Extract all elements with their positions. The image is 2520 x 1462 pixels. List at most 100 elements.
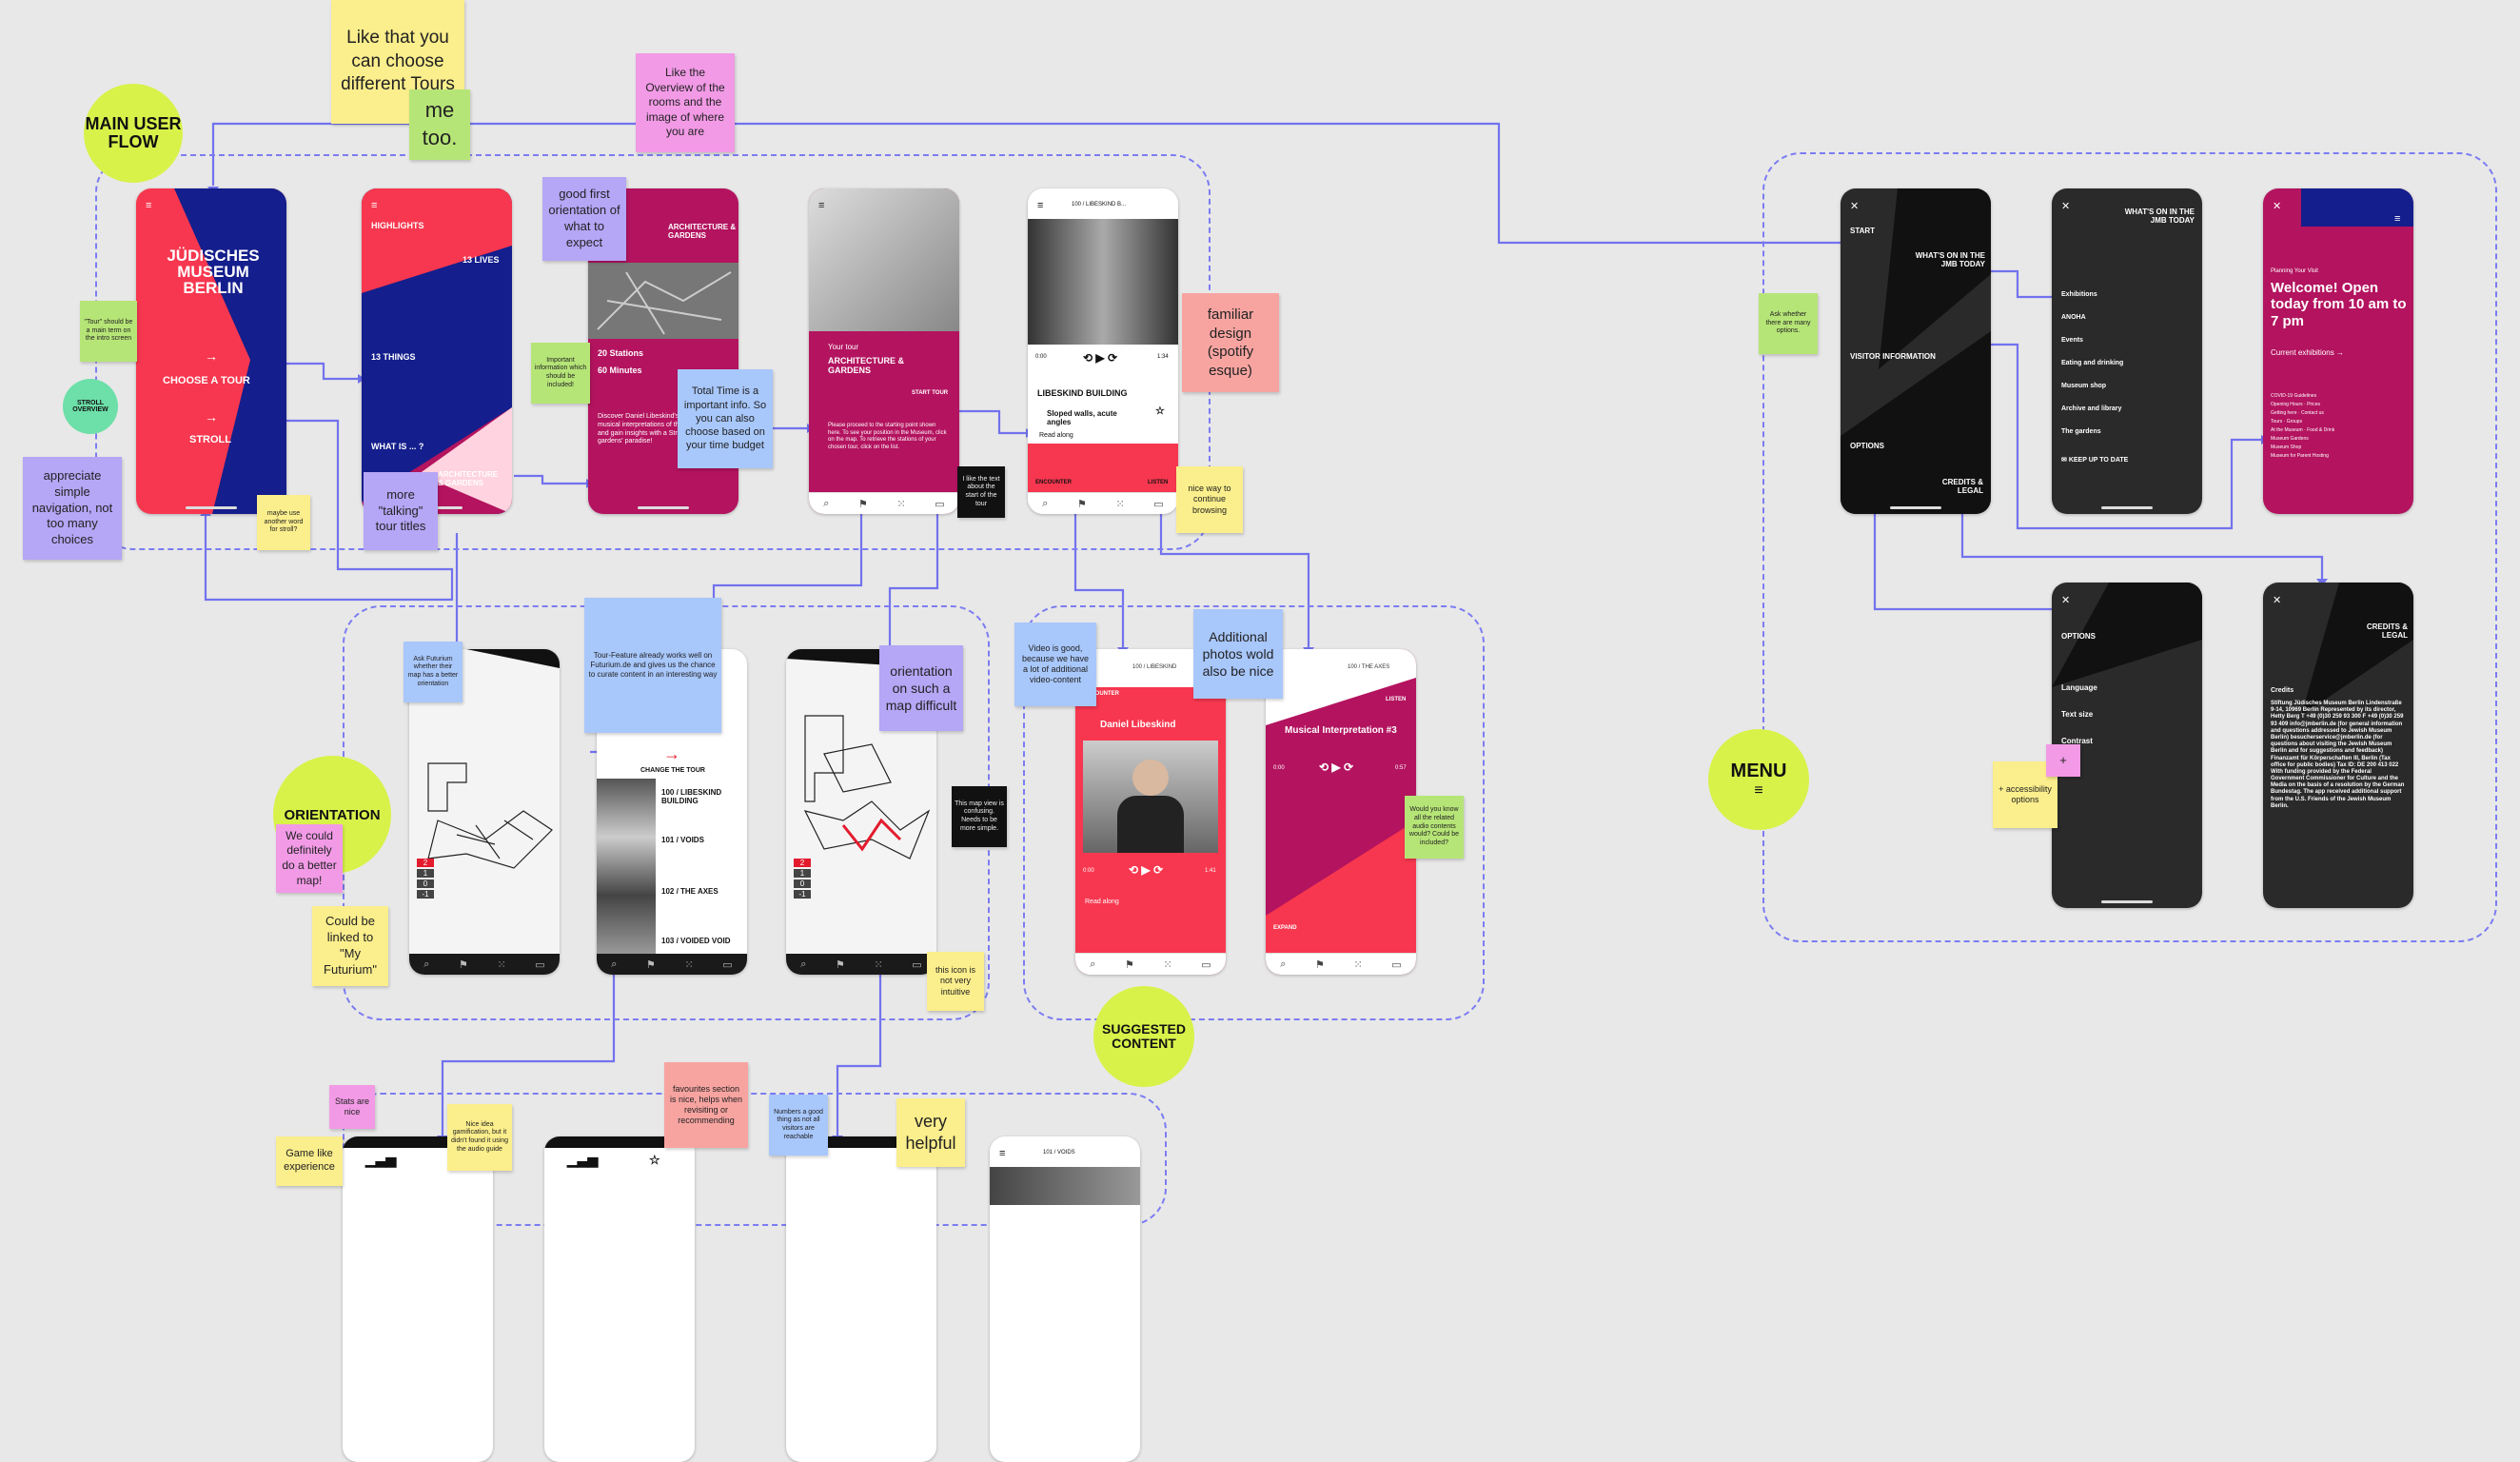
read-along-link[interactable]: Read along [1085, 899, 1119, 905]
screen-stats[interactable]: ▁▃▅ ☆ [343, 1136, 493, 1462]
star-icon[interactable]: ☆ [649, 1153, 660, 1167]
play-icon[interactable]: ⟲ ▶ ⟳ [1083, 351, 1118, 365]
voids-breadcrumb[interactable]: 101 / VOIDS [1043, 1150, 1075, 1156]
tab-bar[interactable]: ⌕⚑⁙▭ [409, 954, 560, 975]
screen-home[interactable]: ≡ JÜDISCHES MUSEUM BERLIN → CHOOSE A TOU… [136, 188, 286, 514]
screen-voids[interactable]: ≡ 101 / VOIDS [990, 1136, 1140, 1462]
screen-tours[interactable]: ≡ HIGHLIGHTS 13 LIVES 13 THINGS WHAT IS … [362, 188, 512, 514]
whats-on-item[interactable]: ANOHA [2061, 314, 2086, 321]
screen-options[interactable]: ✕ OPTIONS Language Text size Contrast [2052, 583, 2202, 908]
music-breadcrumb[interactable]: 100 / THE AXES [1348, 664, 1390, 670]
tab-bar[interactable]: ⌕⚑⁙▭ [786, 954, 936, 975]
screen-credits[interactable]: ✕ CREDITS & LEGAL Credits Stiftung Jüdis… [2263, 583, 2413, 908]
detail-description: Discover Daniel Libeskind's building, he… [598, 413, 721, 445]
close-icon[interactable]: ✕ [1850, 201, 1860, 212]
screen-number-entry[interactable] [786, 1136, 936, 1462]
credits-body: Stiftung Jüdisches Museum Berlin Lindens… [2271, 701, 2405, 809]
header-band [2301, 188, 2413, 227]
whats-on-item[interactable]: Museum shop [2061, 383, 2107, 389]
menu-start[interactable]: START [1850, 227, 1876, 235]
search-icon: ⌕ [823, 497, 830, 509]
menu-icon[interactable]: ≡ [1037, 200, 1044, 211]
screen-player[interactable]: ≡ 100 / LIBESKIND B... 0:00 1:34 ⟲ ▶ ⟳ L… [1028, 188, 1178, 514]
player-breadcrumb[interactable]: 100 / LIBESKIND B... [1072, 202, 1127, 207]
tour-item[interactable]: 100 / LIBESKIND BUILDING [661, 788, 722, 806]
close-icon[interactable]: ✕ [2061, 201, 2071, 212]
menu-icon[interactable]: ≡ [818, 200, 825, 211]
tour-highlights[interactable]: HIGHLIGHTS [371, 221, 424, 230]
whats-on-item[interactable]: Eating and drinking [2061, 360, 2124, 366]
choose-tour-button[interactable]: CHOOSE A TOUR [163, 375, 250, 386]
tour-13-things[interactable]: 13 THINGS [371, 352, 416, 362]
keep-up-to-date[interactable]: ✉ KEEP UP TO DATE [2061, 457, 2129, 464]
play-icon[interactable]: ⟲ ▶ ⟳ [1319, 761, 1354, 774]
menu-visitor-info[interactable]: VISITOR INFORMATION [1850, 352, 1936, 361]
tour-item[interactable]: 103 / VOIDED VOID [661, 937, 731, 945]
menu-icon[interactable]: ≡ [371, 200, 378, 211]
tour-item[interactable]: 102 / THE AXES [661, 887, 719, 896]
screen-welcome[interactable]: ✕ ≡ Planning Your Visit Welcome! Open to… [2263, 188, 2413, 514]
tour-item[interactable]: 101 / VOIDS [661, 836, 704, 844]
close-icon[interactable]: ✕ [2273, 595, 2282, 606]
menu-whats-on[interactable]: WHAT'S ON IN THE JMB TODAY [1915, 251, 1985, 269]
whats-on-item[interactable]: Events [2061, 337, 2083, 344]
time-start: 0:00 [1035, 354, 1047, 360]
map-icon: ▭ [722, 958, 733, 971]
tab-bar[interactable]: ⌕⚑⁙▭ [1028, 492, 1178, 514]
tour-architecture[interactable]: ARCHITECTURE & GARDENS [438, 470, 499, 488]
start-tour-button[interactable]: START TOUR [912, 390, 949, 396]
current-exhibitions-link[interactable]: Current exhibitions → [2271, 348, 2344, 357]
menu-icon[interactable]: ≡ [2394, 213, 2401, 225]
map-icon: ▭ [535, 958, 545, 971]
note-nice-way: nice way to continue browsing [1176, 466, 1243, 533]
play-icon[interactable]: ⟲ ▶ ⟳ [1129, 863, 1164, 877]
screen-your-tour[interactable]: ≡ Your tour ARCHITECTURE & GARDENS START… [809, 188, 959, 514]
daniel-breadcrumb[interactable]: 100 / LIBESKIND [1132, 664, 1177, 670]
grid-icon: ⁙ [1163, 958, 1172, 971]
flag-icon: ⚑ [1077, 498, 1087, 510]
read-along-link[interactable]: Read along [1039, 432, 1073, 439]
stats-icon[interactable]: ▁▃▅ [365, 1152, 397, 1167]
stats-icon[interactable]: ▁▃▅ [567, 1152, 599, 1167]
stroll-button[interactable]: STROLL [189, 434, 231, 445]
museum-title: JÜDISCHES MUSEUM BERLIN [167, 247, 260, 297]
note-total-time: Total Time is a important info. So you c… [678, 369, 773, 468]
expand-tag[interactable]: EXPAND [1273, 925, 1297, 931]
menu-credits[interactable]: CREDITS & LEGAL [1941, 478, 1983, 496]
close-icon[interactable]: ✕ [2273, 201, 2282, 212]
option-item[interactable]: Text size [2061, 710, 2094, 719]
whats-on-item[interactable]: The gardens [2061, 428, 2101, 435]
tab-bar[interactable]: ⌕⚑⁙▭ [1075, 953, 1226, 975]
close-icon[interactable]: ✕ [2061, 595, 2071, 606]
tab-bar[interactable]: ⌕⚑⁙▭ [597, 954, 747, 975]
screen-daniel-libeskind[interactable]: 100 / LIBESKIND ENCOUNTER Daniel Libeski… [1075, 649, 1226, 975]
portrait-video[interactable] [1083, 741, 1218, 853]
screen-favourites[interactable]: ▁▃▅ ☆ [544, 1136, 695, 1462]
screen-music[interactable]: 100 / THE AXES LISTEN Musical Interpreta… [1266, 649, 1416, 975]
option-item[interactable]: Contrast [2061, 737, 2093, 745]
screen-menu-start[interactable]: ✕ START WHAT'S ON IN THE JMB TODAY VISIT… [1841, 188, 1991, 514]
listen-tag[interactable]: LISTEN [1148, 480, 1169, 485]
encounter-tag[interactable]: ENCOUNTER [1035, 480, 1073, 485]
star-icon[interactable]: ☆ [1155, 405, 1165, 417]
menu-icon[interactable]: ≡ [999, 1148, 1006, 1159]
whats-on-item[interactable]: Archive and library [2061, 405, 2122, 412]
time-end: 1:34 [1157, 354, 1169, 360]
tab-bar[interactable]: ⌕⚑⁙▭ [1266, 953, 1416, 975]
search-icon: ⌕ [1280, 958, 1287, 970]
credits-heading: Credits [2271, 687, 2294, 694]
map-icon: ▭ [1153, 498, 1164, 510]
menu-options[interactable]: OPTIONS [1850, 442, 1885, 450]
option-item[interactable]: Language [2061, 683, 2097, 692]
tab-bar[interactable]: ⌕⚑⁙▭ [809, 492, 959, 514]
screen-whats-on[interactable]: ✕ WHAT'S ON IN THE JMB TODAY Exhibitions… [2052, 188, 2202, 514]
tour-13-lives[interactable]: 13 LIVES [463, 255, 500, 265]
grid-icon: ⁙ [1115, 498, 1125, 510]
tour-what-is[interactable]: WHAT IS ... ? [371, 442, 424, 451]
whats-on-item[interactable]: Exhibitions [2061, 291, 2097, 298]
menu-icon[interactable]: ≡ [146, 200, 152, 211]
